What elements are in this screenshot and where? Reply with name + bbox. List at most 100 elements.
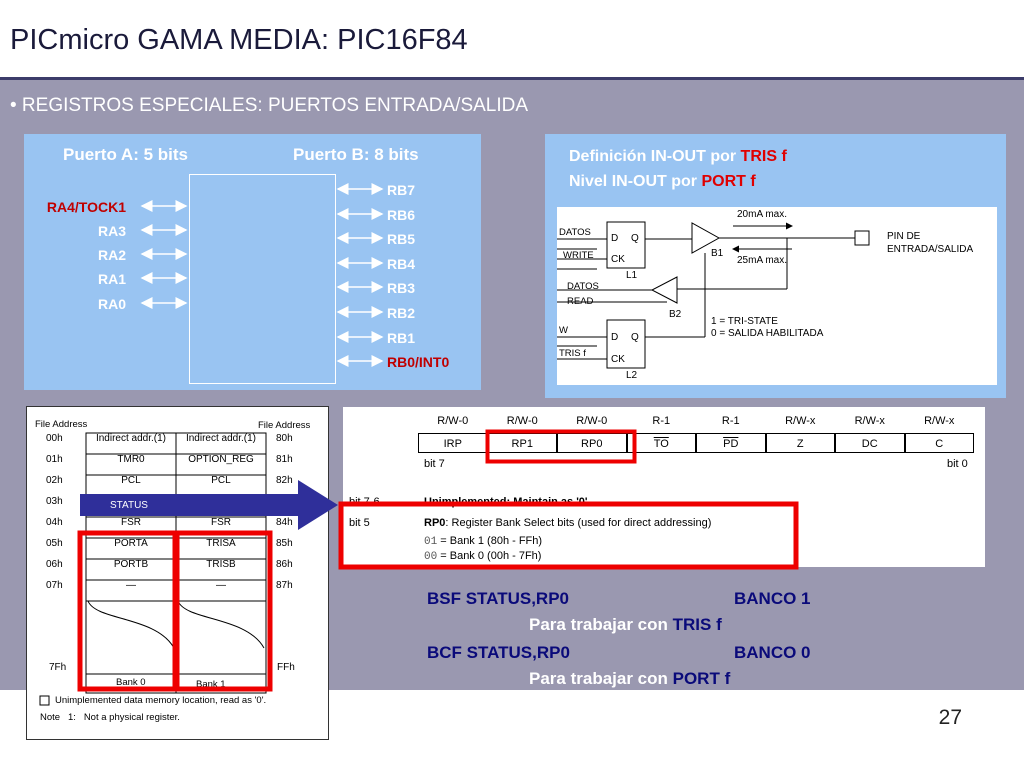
file-address-header-right: File Address	[258, 420, 311, 431]
port-b-pin-rb1: RB1	[387, 330, 416, 346]
l1-label: L1	[626, 270, 638, 281]
l2-d-label: D	[611, 332, 619, 343]
file-addr-left: 00h	[46, 433, 63, 444]
access-label: R/W-x	[854, 415, 885, 427]
status-bit-cell: C	[904, 433, 974, 453]
port-b-pin-rb3: RB3	[387, 280, 416, 296]
l1-q-label: Q	[631, 233, 639, 244]
tris-label: TRIS f	[559, 348, 586, 359]
bank1-register: FSR	[211, 517, 231, 528]
bank1-register: —	[216, 580, 226, 591]
output-pin	[854, 230, 870, 246]
l1-d-label: D	[611, 233, 619, 244]
read-label: READ	[567, 296, 594, 307]
legend-text: Unimplemented data memory location, read…	[55, 695, 267, 706]
file-addr-left: 02h	[46, 475, 63, 486]
l2-label: L2	[626, 370, 638, 381]
access-label: R-1	[721, 415, 740, 427]
tristate-note: 1 = TRI-STATE	[711, 316, 778, 327]
bank1-register: TRISA	[206, 538, 236, 549]
current-bottom-label: 25mA max.	[737, 255, 788, 266]
bank0-register: FSR	[121, 517, 141, 528]
access-label: R/W-x	[785, 415, 816, 427]
bank0-register: PORTB	[113, 559, 149, 570]
bank1-register: Indirect addr.(1)	[185, 433, 257, 444]
datos2-label: DATOS	[567, 281, 599, 292]
file-addr-left: 05h	[46, 538, 63, 549]
inout-line-2: Nivel IN-OUT por PORT f	[569, 173, 756, 190]
status-bit-cell: TO	[626, 433, 696, 453]
l2-q-label: Q	[631, 332, 639, 343]
port-b-pin-rb2: RB2	[387, 305, 416, 321]
note-text: Note 1: Not a physical register.	[40, 712, 180, 723]
slide-title: PICmicro GAMA MEDIA: PIC16F84	[10, 24, 468, 56]
port-b-pin-rb0: RB0/INT0	[387, 354, 450, 370]
file-addr-left: 03h	[46, 496, 63, 507]
rp0-option-1: 01 = Bank 1 (80h - FFh)	[424, 535, 543, 548]
access-label: R/W-0	[576, 415, 608, 427]
file-addr-right: 81h	[276, 454, 293, 465]
para-trabajar-tris: Para trabajar con TRIS f	[529, 615, 722, 634]
b2-label: B2	[669, 309, 682, 320]
write-label: WRITE	[563, 250, 594, 261]
bank1-label: Bank 1	[196, 679, 226, 690]
file-addr-right: 82h	[276, 475, 293, 486]
file-addr-left: 07h	[46, 580, 63, 591]
status-bit-cell: PD	[696, 433, 766, 453]
w-label: W	[559, 325, 568, 336]
port-b-pin-rb4: RB4	[387, 256, 416, 272]
section-bullet: • REGISTROS ESPECIALES: PUERTOS ENTRADA/…	[10, 95, 529, 116]
b1-label: B1	[711, 248, 724, 259]
status-pointer-arrow	[80, 480, 338, 530]
pin-label-line1: PIN DE	[887, 231, 921, 242]
port-b-pin-rb7: RB7	[387, 182, 416, 198]
file-addr-left: 04h	[46, 517, 63, 528]
buffer-b2	[650, 276, 678, 304]
pin-label-line2: ENTRADA/SALIDA	[887, 244, 974, 255]
bank1-register: OPTION_REG	[188, 454, 254, 465]
bank0-register: —	[126, 580, 136, 591]
bsf-instruction: BSF STATUS,RP0	[427, 589, 569, 608]
bank0-register: PCL	[121, 475, 141, 486]
status-bit-cell: Z	[765, 433, 835, 453]
status-bit-cell: DC	[835, 433, 905, 453]
bank0-register: TMR0	[117, 454, 145, 465]
highlight-rp0-desc	[338, 501, 799, 570]
port-a-pin-ra1: RA1	[97, 271, 126, 287]
highlight-rp-bits	[485, 429, 637, 464]
file-addr-right: 80h	[276, 433, 293, 444]
file-addr-right: 84h	[276, 517, 293, 528]
para-trabajar-port: Para trabajar con PORT f	[529, 669, 731, 688]
l1-ck-label: CK	[611, 254, 625, 265]
port-a-pin-ra2: RA2	[97, 247, 126, 263]
bit5-label: bit 5	[349, 517, 370, 529]
bank1-register: PCL	[211, 475, 231, 486]
access-label: R/W-0	[506, 415, 538, 427]
port-a-pin-ra0: RA0	[97, 296, 126, 312]
file-addr-left: 01h	[46, 454, 63, 465]
circuit-lines	[557, 221, 870, 369]
addr-7fh: 7Fh	[49, 662, 67, 673]
page-number: 27	[938, 706, 962, 729]
file-addr-right: 86h	[276, 559, 293, 570]
current-top-label: 20mA max.	[737, 209, 788, 220]
port-a-header: Puerto A: 5 bits	[63, 145, 188, 164]
file-address-header-left: File Address	[35, 419, 88, 430]
bank0-register: Indirect addr.(1)	[95, 433, 167, 444]
status-on-arrow: STATUS	[110, 500, 148, 511]
highlight-bank1	[172, 530, 273, 692]
bank0-register: PORTA	[114, 538, 148, 549]
file-addr-right: 87h	[276, 580, 293, 591]
inout-line-1: Definición IN-OUT por TRIS f	[569, 148, 787, 165]
banco0-label: BANCO 0	[734, 643, 811, 662]
port-b-pin-rb6: RB6	[387, 207, 416, 223]
rp0-description: RP0: Register Bank Select bits (used for…	[424, 517, 712, 529]
chip-body	[189, 174, 336, 384]
port-a-pin-ra4: RA4/TOCK1	[46, 199, 126, 215]
latch-l1	[606, 221, 646, 269]
bank0-label: Bank 0	[116, 677, 146, 688]
bit0-label: bit 0	[947, 458, 968, 470]
file-addr-left: 06h	[46, 559, 63, 570]
file-addr-right: 85h	[276, 538, 293, 549]
